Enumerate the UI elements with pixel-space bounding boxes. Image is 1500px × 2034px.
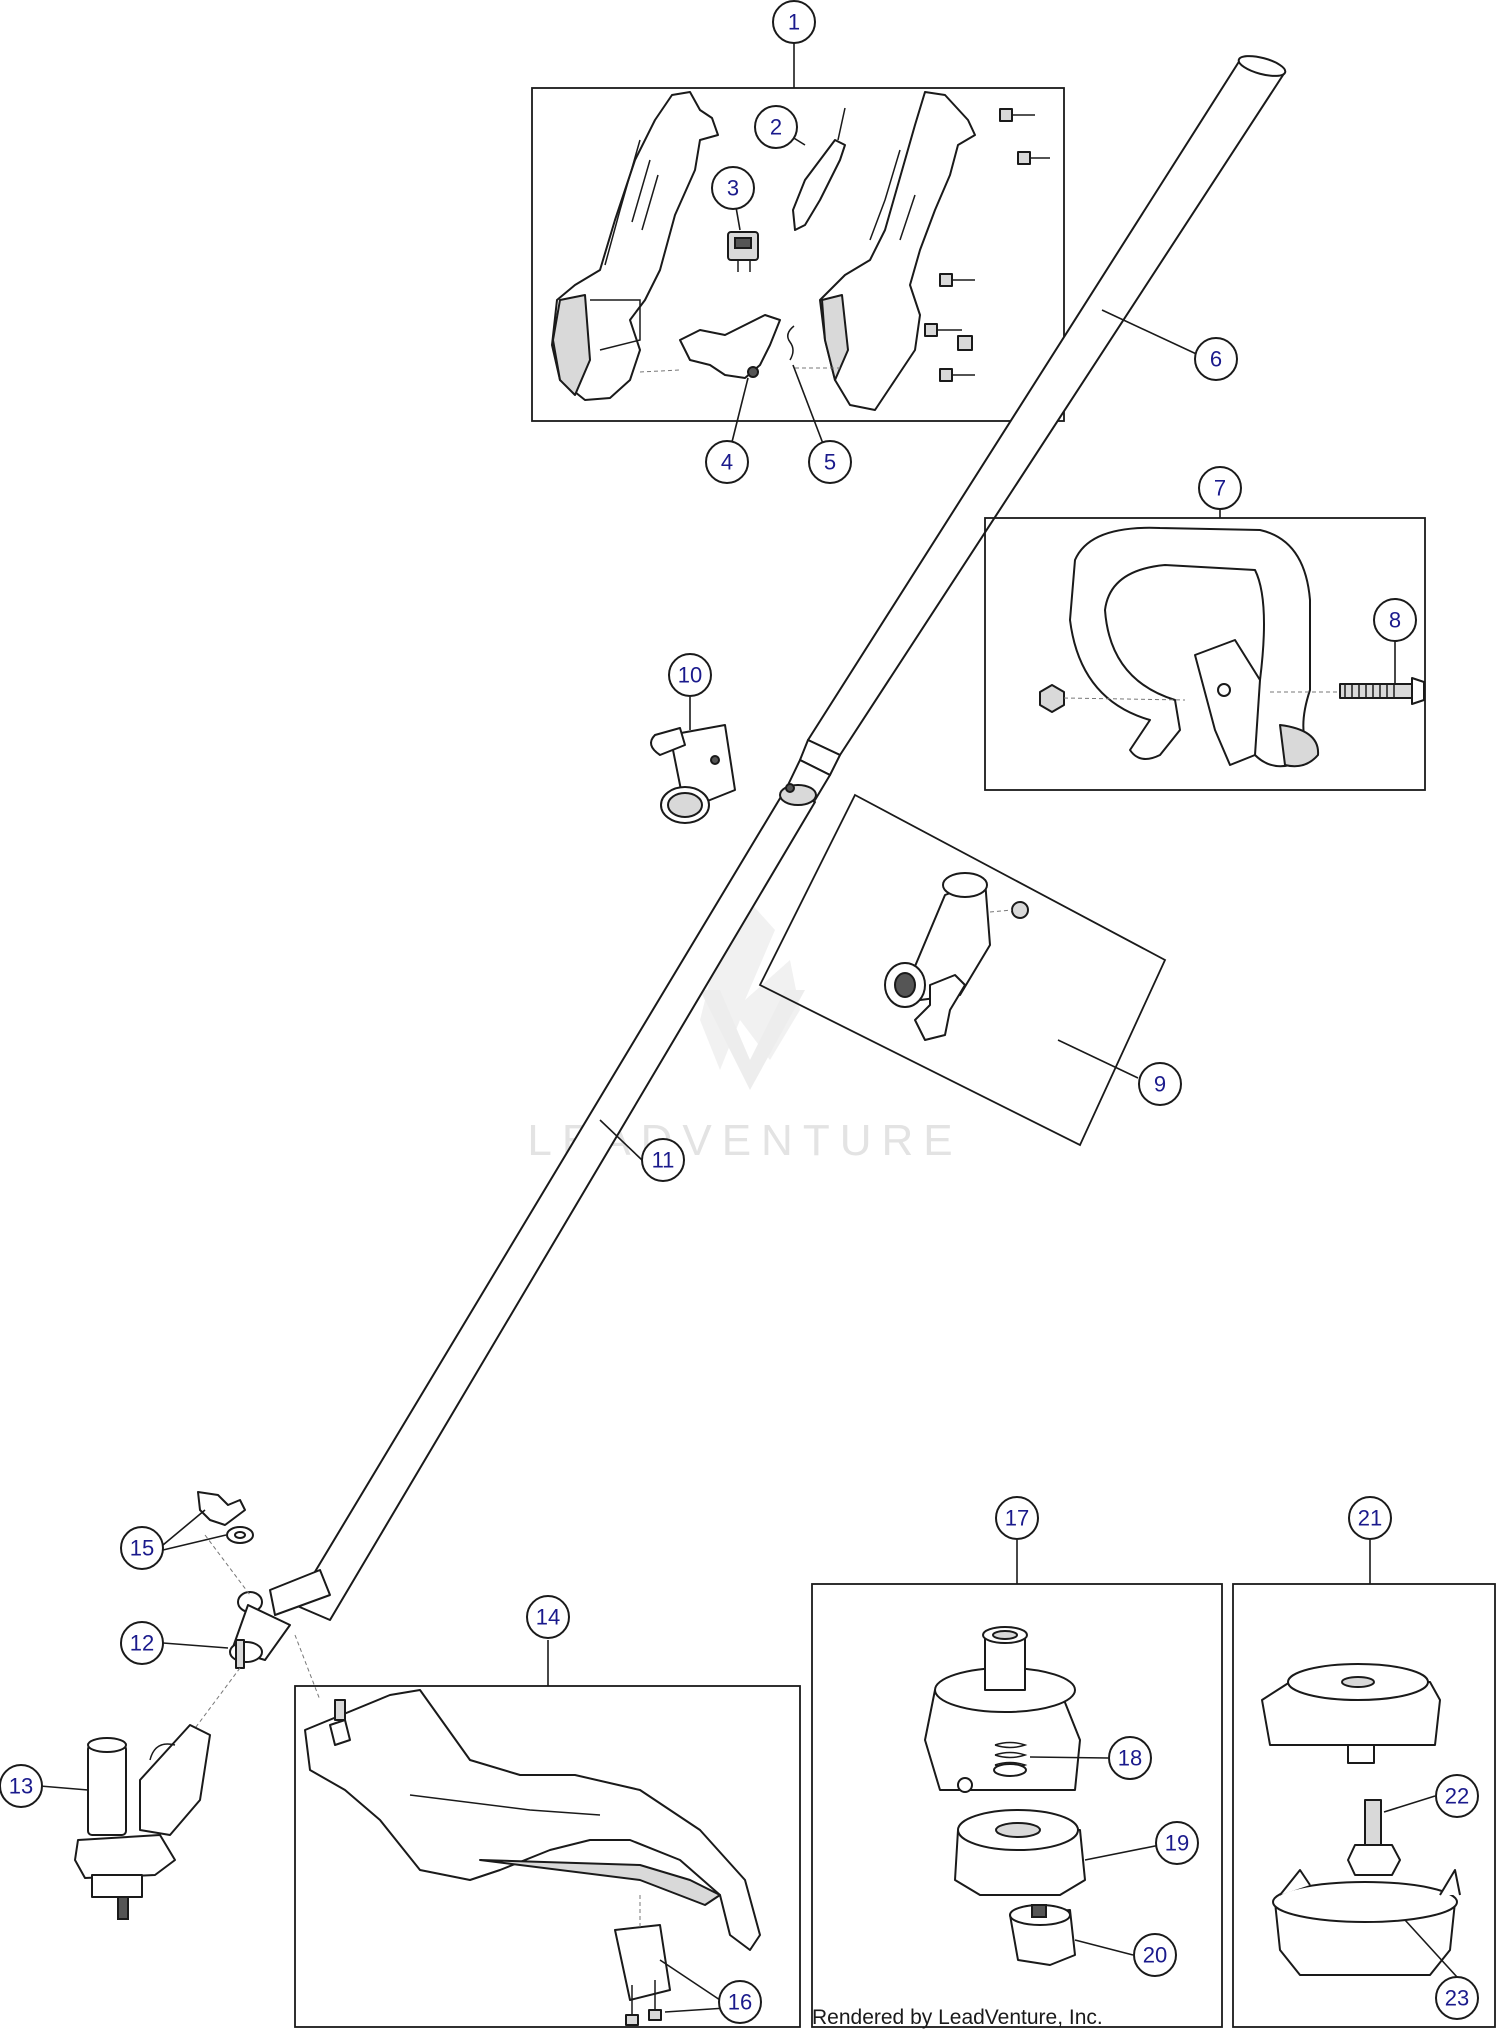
handle-bolt [1339,677,1425,705]
callout-1-label: 1 [788,10,800,35]
callout-7-label: 7 [1214,476,1226,501]
callout-19-label: 19 [1165,1831,1189,1856]
callout-18: 18 [1108,1736,1152,1780]
callout-22: 22 [1435,1774,1479,1818]
callout-12-label: 12 [130,1631,154,1656]
callout-11: 11 [641,1138,685,1182]
shaft-coupler-group [758,793,1167,1147]
loop-handle [1069,526,1311,768]
handle-assembly-group [531,87,1065,422]
callout-8: 8 [1373,598,1417,642]
callout-15-label: 15 [130,1536,154,1561]
gear-head [74,1724,211,1920]
grass-guard [304,1689,761,1951]
callout-22-label: 22 [1445,1784,1469,1809]
handle-assembly-box [531,87,1065,422]
callout-15: 15 [120,1526,164,1570]
trimmer-head-group-a [811,1583,1223,2028]
handle-half-left [551,91,719,401]
handle-screws [924,108,1050,382]
washer [226,1526,254,1544]
shaft-clamp [204,1534,331,1616]
callout-5: 5 [808,440,852,484]
callout-4: 4 [705,440,749,484]
lower-shaft [294,783,817,1621]
callout-18-label: 18 [1118,1746,1142,1771]
callout-4-label: 4 [721,450,733,475]
nut [1039,684,1065,713]
head-bolt [1347,1799,1401,1876]
callout-10: 10 [668,653,712,697]
callout-3-label: 3 [727,176,739,201]
callout-9: 9 [1138,1062,1182,1106]
callout-19: 19 [1155,1821,1199,1865]
loop-handle-box [984,517,1426,791]
callout-13: 13 [0,1764,43,1808]
callout-9-label: 9 [1154,1072,1166,1097]
shaft-end [189,1604,321,1736]
guard-bracket [614,1924,671,2001]
handle-half-right [819,91,976,411]
guard-group [294,1685,801,2028]
loop-handle-group [984,517,1426,791]
coupler-10 [650,724,736,824]
coupler-knob [914,974,966,1041]
callout-6-label: 6 [1210,347,1222,372]
callout-5-label: 5 [824,450,836,475]
callout-10-label: 10 [678,663,702,688]
callout-21-label: 21 [1358,1506,1382,1531]
callout-11-label: 11 [652,1148,675,1173]
callout-17-label: 17 [1005,1506,1029,1531]
callout-14-label: 14 [536,1605,560,1630]
spool-spring [993,1741,1028,1777]
callout-20-label: 20 [1143,1943,1167,1968]
callout-8-label: 8 [1389,608,1401,633]
wing-nut [197,1491,246,1526]
shaft-coupler-box [758,793,1167,1147]
trimmer-head-group-b [1232,1583,1496,2028]
callout-17: 17 [995,1496,1039,1540]
throttle-trigger [679,314,781,379]
callout-13-label: 13 [9,1774,33,1799]
callout-2: 2 [754,105,798,149]
callout-6: 6 [1194,337,1238,381]
throttle-lever [792,139,846,231]
callout-14: 14 [526,1595,570,1639]
callout-12: 12 [120,1621,164,1665]
callout-23-label: 23 [1445,1986,1469,2011]
callout-3: 3 [711,166,755,210]
callout-20: 20 [1133,1933,1177,1977]
callout-23: 23 [1435,1976,1479,2020]
trigger-spring [787,325,795,361]
footer-credit: Rendered by LeadVenture, Inc. [812,2006,1103,2029]
callout-2-label: 2 [770,115,782,140]
trimmer-head-box-b [1232,1583,1496,2028]
callout-16: 16 [718,1980,762,2024]
callout-21: 21 [1348,1496,1392,1540]
callout-16-label: 16 [728,1990,752,2015]
callout-1: 1 [772,0,816,44]
callout-7: 7 [1198,466,1242,510]
